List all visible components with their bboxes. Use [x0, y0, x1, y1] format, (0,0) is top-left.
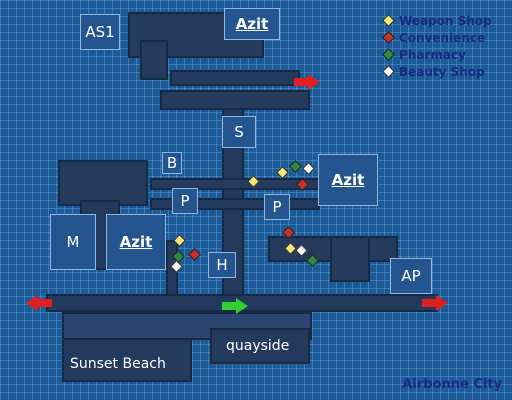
block-s[interactable]: S	[222, 116, 256, 148]
weapon-shop-marker-icon	[382, 14, 395, 27]
block-p-left[interactable]: P	[172, 188, 198, 214]
road-north-arm	[140, 40, 168, 80]
exit-arrow-east[interactable]	[422, 295, 448, 311]
convenience-marker-icon	[382, 31, 395, 44]
exit-arrow-west[interactable]	[26, 295, 52, 311]
area-quayside: quayside	[226, 338, 290, 354]
legend-label: Beauty Shop	[399, 64, 485, 79]
block-azit-right[interactable]: Azit	[318, 154, 378, 206]
pharmacy-marker-icon	[382, 48, 395, 61]
current-position-arrow	[222, 298, 248, 314]
legend-label: Weapon Shop	[399, 13, 492, 28]
pin-weapon-shop[interactable]	[276, 166, 289, 179]
road-mid-h	[150, 178, 320, 190]
road-quayside	[210, 328, 310, 364]
pin-convenience[interactable]	[188, 248, 201, 261]
legend-row-weapon-shop: Weapon Shop	[382, 12, 492, 29]
block-azit-top[interactable]: Azit	[224, 8, 280, 40]
block-m[interactable]: M	[50, 214, 96, 270]
legend-label: Pharmacy	[399, 47, 466, 62]
block-p-right[interactable]: P	[264, 194, 290, 220]
road-upper-h	[170, 70, 300, 86]
road-upper-band	[160, 90, 310, 110]
legend-label: Convenience	[399, 30, 486, 45]
block-ap[interactable]: AP	[390, 258, 432, 294]
road-sunset	[62, 338, 192, 382]
block-h[interactable]: H	[208, 252, 236, 278]
block-b[interactable]: B	[162, 152, 182, 174]
map-legend: Weapon Shop Convenience Pharmacy Beauty …	[382, 12, 492, 80]
block-as1[interactable]: AS1	[80, 14, 120, 50]
pin-beauty-shop[interactable]	[302, 162, 315, 175]
pin-pharmacy[interactable]	[289, 160, 302, 173]
city-name: Airbonne City	[402, 377, 502, 392]
road-left-complex	[58, 160, 148, 206]
legend-row-beauty-shop: Beauty Shop	[382, 63, 492, 80]
area-sunset-beach: Sunset Beach	[70, 356, 166, 372]
block-azit-left[interactable]: Azit	[106, 214, 166, 270]
beauty-shop-marker-icon	[382, 65, 395, 78]
legend-row-pharmacy: Pharmacy	[382, 46, 492, 63]
exit-arrow-north-east[interactable]	[294, 74, 320, 90]
legend-row-convenience: Convenience	[382, 29, 492, 46]
road-right-v	[330, 236, 370, 282]
